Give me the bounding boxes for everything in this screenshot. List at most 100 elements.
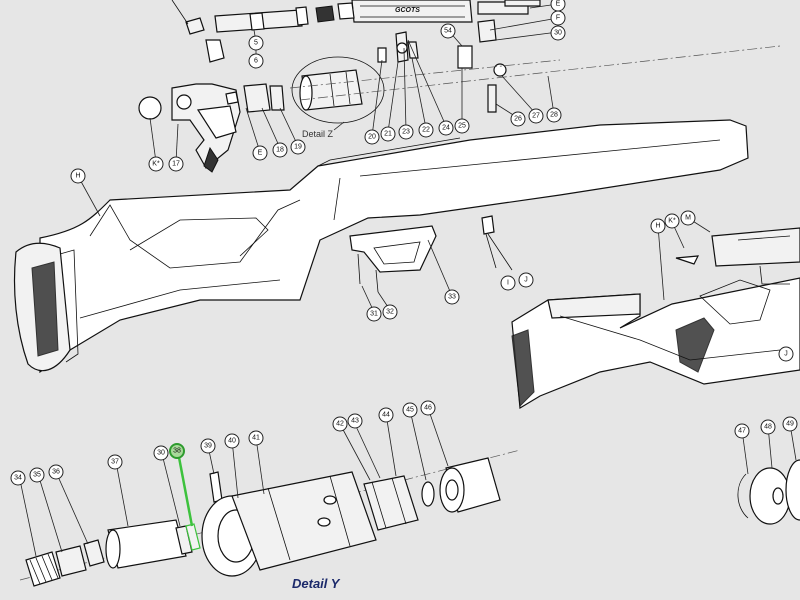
svg-text:26: 26 (514, 116, 522, 123)
svg-text:24: 24 (442, 125, 450, 132)
callout-H-right: H (650, 218, 666, 234)
svg-text:48: 48 (764, 424, 772, 431)
svg-text:F: F (556, 15, 560, 22)
callout-54: 54 (440, 23, 456, 39)
svg-text:34: 34 (14, 475, 22, 482)
callout-46: 46 (420, 400, 436, 416)
svg-text:45: 45 (406, 407, 414, 414)
right-rifle (511, 227, 800, 410)
svg-text:18: 18 (276, 147, 284, 154)
callout-27: 27 (528, 108, 544, 124)
callout-M: M (680, 210, 696, 226)
svg-text:I: I (507, 280, 509, 287)
svg-text:44: 44 (382, 412, 390, 419)
receiver-logo: GCOTS (395, 7, 420, 14)
callout-J-right: J (778, 346, 794, 362)
svg-text:22: 22 (422, 127, 430, 134)
callout-F: F (550, 10, 566, 26)
detail-z-label: Detail Z (302, 129, 334, 139)
callout-35: 35 (29, 467, 45, 483)
callout-5: 5 (248, 35, 264, 51)
callout-23: 23 (398, 124, 414, 140)
callout-39: 39 (200, 438, 216, 454)
svg-text:19: 19 (294, 144, 302, 151)
main-stock (13, 119, 749, 374)
svg-text:31: 31 (370, 311, 378, 318)
callout-37: 37 (107, 454, 123, 470)
svg-text:27: 27 (532, 113, 540, 120)
svg-text:E: E (258, 150, 263, 157)
callout-47: 47 (734, 423, 750, 439)
svg-text:33: 33 (448, 294, 456, 301)
callout-28: 28 (546, 107, 562, 123)
callout-E-top: E (550, 0, 566, 12)
callout-38-highlighted: 38 (169, 443, 185, 459)
svg-text:41: 41 (252, 435, 260, 442)
callout-41: 41 (248, 430, 264, 446)
svg-text:35: 35 (33, 472, 41, 479)
svg-text:J: J (784, 351, 788, 358)
callout-30: 30 (153, 445, 169, 461)
svg-text:M: M (685, 215, 691, 222)
svg-text:42: 42 (336, 421, 344, 428)
svg-text:H: H (655, 223, 660, 230)
callout-20: 20 (364, 129, 380, 145)
callout-17: 17 (168, 156, 184, 172)
svg-text:47: 47 (738, 428, 746, 435)
callout-22: 22 (418, 122, 434, 138)
svg-text:K*: K* (152, 161, 160, 168)
svg-text:20: 20 (368, 134, 376, 141)
callout-36: 36 (48, 464, 64, 480)
top-assembly: GCOTS (138, 0, 781, 173)
callout-49: 49 (782, 416, 798, 432)
svg-text:E: E (556, 1, 561, 8)
callout-E: E (252, 145, 268, 161)
svg-text:5: 5 (254, 40, 258, 47)
callout-J: J (518, 272, 534, 288)
callout-30-top: 30 (550, 25, 566, 41)
svg-text:30: 30 (554, 30, 562, 37)
callout-42: 42 (332, 416, 348, 432)
callout-43: 43 (347, 413, 363, 429)
svg-text:17: 17 (172, 161, 180, 168)
detail-y-caption: Detail Y (292, 576, 340, 591)
svg-text:32: 32 (386, 309, 394, 316)
svg-text:46: 46 (424, 405, 432, 412)
svg-text:37: 37 (111, 459, 119, 466)
callout-34: 34 (10, 470, 26, 486)
callout-32: 32 (382, 304, 398, 320)
callout-45: 45 (402, 402, 418, 418)
callout-26: 26 (510, 111, 526, 127)
callout-K-star-right: K* (664, 213, 680, 229)
svg-text:6: 6 (254, 58, 258, 65)
callout-48: 48 (760, 419, 776, 435)
svg-text:H: H (75, 173, 80, 180)
svg-text:25: 25 (458, 123, 466, 130)
callouts: 5 6 54 F 30 E K* 17 E 18 19 20 21 23 22 … (10, 0, 798, 486)
callout-H: H (70, 168, 86, 184)
svg-text:21: 21 (384, 131, 392, 138)
callout-6: 6 (248, 53, 264, 69)
callout-I: I (500, 275, 516, 291)
callout-18: 18 (272, 142, 288, 158)
svg-text:28: 28 (550, 112, 558, 119)
svg-text:40: 40 (228, 438, 236, 445)
detail-y-assembly (19, 449, 800, 587)
svg-text:43: 43 (351, 418, 359, 425)
callout-25: 25 (454, 118, 470, 134)
callout-19: 19 (290, 139, 306, 155)
callout-K-star: K* (148, 156, 164, 172)
svg-text:30: 30 (157, 450, 165, 457)
svg-text:39: 39 (204, 443, 212, 450)
callout-40: 40 (224, 433, 240, 449)
svg-text:23: 23 (402, 129, 410, 136)
callout-21: 21 (380, 126, 396, 142)
svg-text:36: 36 (52, 469, 60, 476)
svg-text:54: 54 (444, 28, 452, 35)
svg-text:K*: K* (668, 218, 676, 225)
callout-33: 33 (444, 289, 460, 305)
callout-24: 24 (438, 120, 454, 136)
callout-31: 31 (366, 306, 382, 322)
